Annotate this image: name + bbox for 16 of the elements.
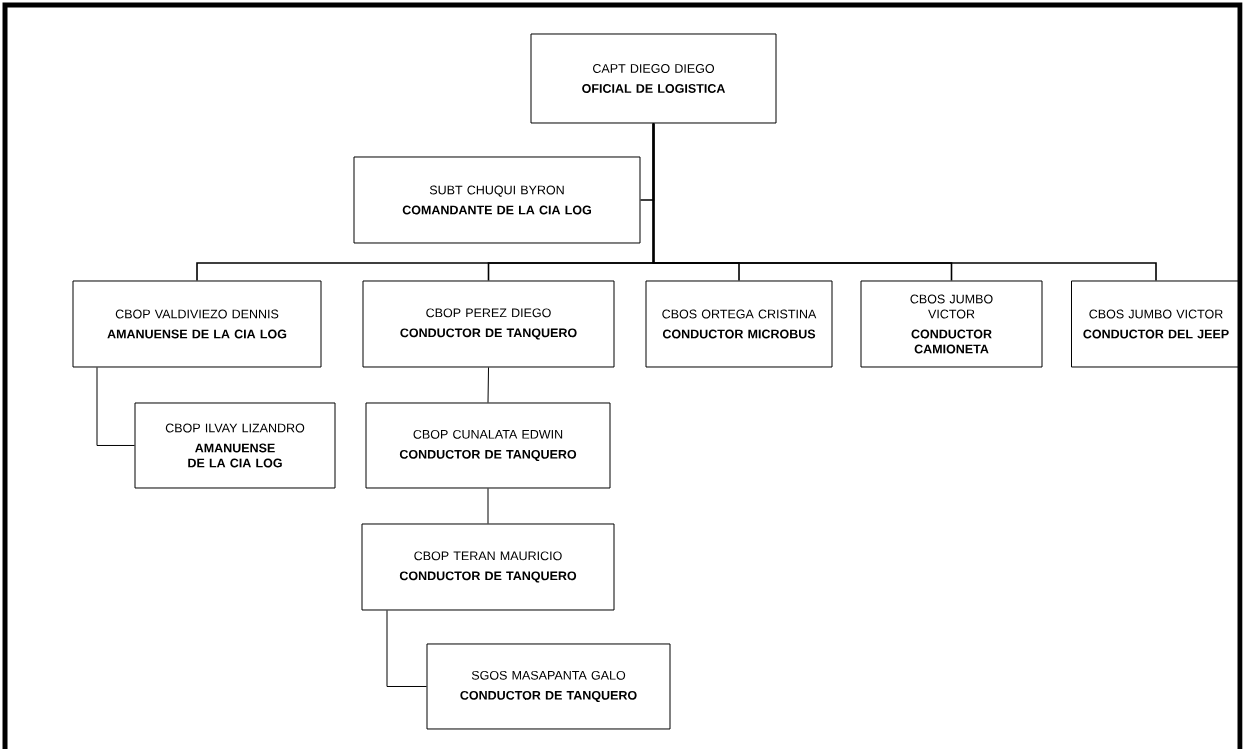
connector-line — [386, 610, 427, 687]
connector-line — [487, 367, 489, 403]
org-box: CAPT DIEGO DIEGO OFICIAL DE LOGISTICA — [530, 33, 777, 124]
connector-line — [96, 367, 135, 446]
org-box: CBOP ILVAY LIZANDRO AMANUENSE DE LA CIA LOG — [134, 402, 336, 489]
org-box: CBOP PEREZ DIEGO CONDUCTOR DE TANQUERO — [362, 280, 615, 368]
org-box: CBOP TERAN MAURICIO CONDUCTOR DE TANQUERO — [361, 523, 615, 611]
connector-line — [487, 488, 489, 524]
connector-line — [652, 122, 1157, 282]
org-box: CBOP CUNALATA EDWIN CONDUCTOR DE TANQUERO — [365, 402, 611, 489]
org-box: CBOS JUMBO VICTOR CONDUCTOR DEL JEEP — [1071, 280, 1241, 368]
org-box: CBOS JUMBO VICTOR CONDUCTOR CAMIONETA — [860, 280, 1043, 368]
org-box: CBOP VALDIVIEZO DENNIS AMANUENSE DE LA CIA LOG — [72, 280, 322, 368]
org-box: CBOS ORTEGA CRISTINA CONDUCTOR MICROBUS — [645, 280, 833, 368]
org-box: SGOS MASAPANTA GALO CONDUCTOR DE TANQUERO — [426, 643, 671, 730]
org-box: SUBT CHUQUI BYRON COMANDANTE DE LA CIA LOG — [353, 156, 641, 244]
